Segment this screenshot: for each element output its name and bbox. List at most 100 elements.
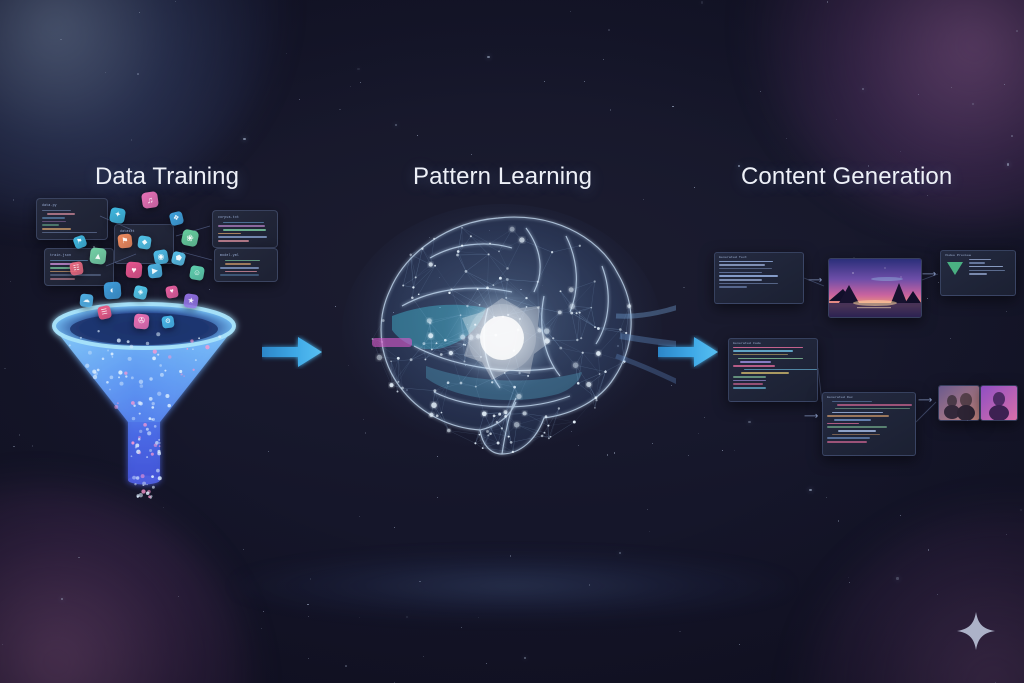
pin2-icon: ♥ <box>125 261 143 279</box>
flag-icon-glyph: ⚑ <box>121 235 129 246</box>
flag-icon: ⚑ <box>117 233 133 249</box>
content-line <box>969 269 1005 272</box>
map-icon: ▲ <box>89 247 107 265</box>
video-preview-card[interactable]: Video Preview <box>940 250 1016 296</box>
content-line <box>832 411 883 414</box>
music-icon-glyph: ♫ <box>145 194 154 206</box>
code-line <box>223 228 266 231</box>
video-icon-glyph: ▶ <box>151 265 159 276</box>
content-line <box>837 404 912 406</box>
music-icon: ♫ <box>140 190 160 210</box>
stage-title-content-generation: Content Generation <box>741 163 953 190</box>
tag-icon-glyph: ◈ <box>137 287 145 297</box>
doc-icon-glyph: ☰ <box>100 307 109 317</box>
chat-icon-glyph: ⬟ <box>174 253 183 263</box>
content-line <box>744 368 817 371</box>
code-line <box>50 263 78 265</box>
generated-text-card[interactable]: Generated Text <box>714 252 804 304</box>
content-line <box>733 383 764 385</box>
content-line <box>733 376 767 378</box>
cloud-icon: ☁ <box>79 293 94 308</box>
content-line <box>719 286 748 288</box>
code-card-1[interactable]: data.py <box>36 198 108 240</box>
code-line <box>218 239 250 242</box>
gear-icon: ⚙ <box>161 315 175 329</box>
mini-arrow-image-to-video: ⟶ <box>922 269 937 280</box>
leaf-icon-glyph: ❀ <box>185 231 195 244</box>
cube-icon-glyph: ◆ <box>141 237 148 247</box>
code-line <box>220 274 259 276</box>
code-card-4[interactable]: model.yml <box>214 248 278 282</box>
content-line <box>827 437 871 439</box>
star-icon: ★ <box>183 293 199 309</box>
content-line <box>719 278 763 281</box>
content-line <box>733 346 804 349</box>
generated-landscape-image[interactable] <box>828 258 922 318</box>
video-preview-card-title: Video Preview <box>945 254 972 257</box>
code-card-3[interactable]: corpus.txt <box>212 210 278 248</box>
smiley-icon-glyph: ☺ <box>192 267 202 278</box>
generated-code-card[interactable]: Generated Code <box>728 338 818 402</box>
mini-arrow-code-to-doc: ⟶ <box>804 411 819 422</box>
sparkle-icon <box>957 612 995 650</box>
code-line <box>50 277 76 280</box>
code-card-3-title: corpus.txt <box>218 215 240 219</box>
gear-icon-glyph: ⚙ <box>164 317 172 326</box>
code-line <box>42 231 97 234</box>
mini-arrow-doc-to-portrait: ⟶ <box>918 395 933 406</box>
code-line <box>225 270 258 273</box>
content-line <box>827 422 859 425</box>
book-icon: ☷ <box>69 261 84 276</box>
content-line <box>835 407 910 410</box>
arrow-data-to-pattern <box>262 337 322 367</box>
generated-text-card-title: Generated Text <box>719 256 748 259</box>
generated-portrait-1[interactable] <box>938 385 980 421</box>
content-line <box>719 282 778 285</box>
content-line <box>719 275 778 277</box>
code-line <box>218 225 265 227</box>
content-line <box>832 400 872 403</box>
generated-code-lines <box>729 346 817 394</box>
camera-icon-glyph: ◉ <box>156 251 166 262</box>
content-line <box>827 441 867 443</box>
generated-doc-card-title: Generated Doc <box>827 396 854 399</box>
cloud-icon-glyph: ☁ <box>82 295 91 305</box>
mini-arrow-text-to-image: ⟶ <box>808 275 823 286</box>
content-line <box>738 357 803 360</box>
play-triangle-icon <box>947 261 963 275</box>
code-card-2-title: train.json <box>50 253 72 257</box>
file-icon: ✇ <box>133 313 150 330</box>
code-line <box>220 266 259 269</box>
file-icon-glyph: ✇ <box>137 316 146 326</box>
code-line <box>225 259 261 262</box>
content-line <box>969 262 986 264</box>
content-generation-panel: Generated Text <box>700 230 1020 480</box>
generated-doc-card[interactable]: Generated Doc <box>822 392 916 456</box>
code-card-1-title: data.py <box>42 203 57 207</box>
pin-icon-glyph: ⚑ <box>75 236 84 246</box>
cube-icon: ◆ <box>137 235 152 250</box>
star-icon-glyph: ★ <box>187 295 196 306</box>
content-line <box>834 418 871 421</box>
code-line <box>42 220 66 223</box>
generated-text-lines <box>715 260 803 294</box>
code-line <box>47 213 76 215</box>
code-line <box>50 266 72 269</box>
code-line <box>218 236 267 238</box>
generated-doc-lines <box>823 400 915 448</box>
content-line <box>827 415 889 417</box>
stage-title-pattern-learning: Pattern Learning <box>413 163 593 190</box>
video-icon: ▶ <box>147 263 163 279</box>
book-icon-glyph: ☷ <box>72 263 81 273</box>
code-line <box>223 221 264 224</box>
generated-portrait-2[interactable] <box>980 385 1018 421</box>
content-line <box>733 387 767 389</box>
code-line <box>42 227 71 230</box>
content-line <box>733 353 789 356</box>
arrow-pattern-to-content <box>658 337 718 367</box>
generated-code-card-title: Generated Code <box>733 342 762 345</box>
content-line <box>719 267 773 270</box>
smiley-icon: ☺ <box>188 264 206 282</box>
content-line <box>740 361 771 363</box>
